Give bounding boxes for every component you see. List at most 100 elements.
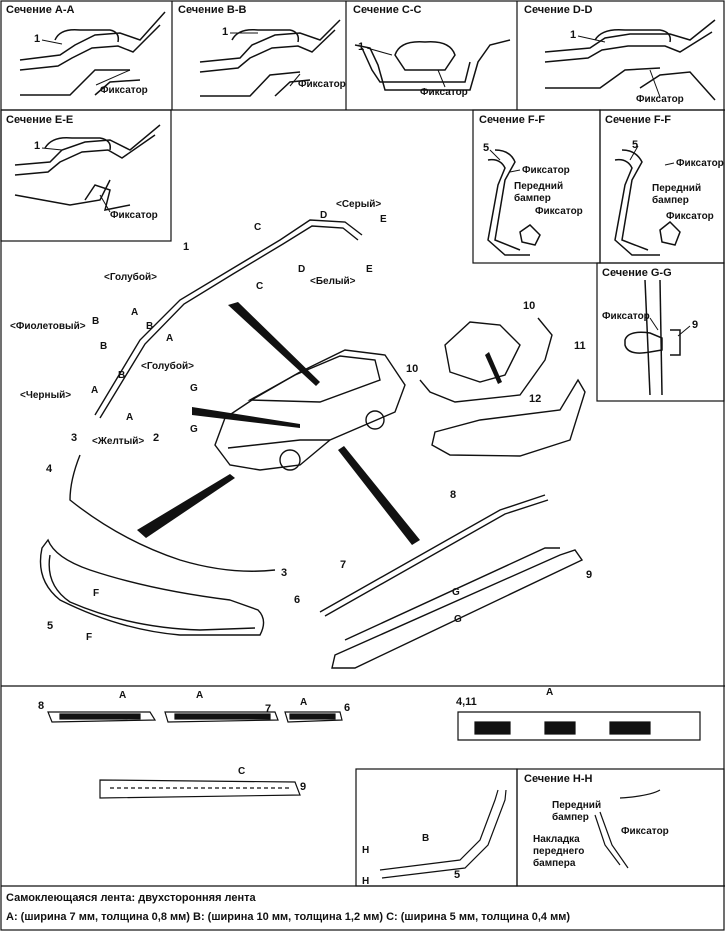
tape-strips (47, 711, 701, 879)
section-dd-drawing (544, 19, 716, 101)
fixator-label: Фиксатор (621, 826, 669, 837)
part-number: 1 (358, 41, 365, 53)
color-label-white: <Белый> (310, 276, 356, 287)
color-label-blue: <Голубой> (104, 272, 157, 283)
part-number: 1 (222, 26, 229, 38)
front-bumper-label-line2: бампер (552, 812, 589, 823)
part-number: 1 (570, 29, 577, 41)
part-number: 2 (153, 432, 160, 444)
fixator-label: Фиксатор (676, 158, 724, 169)
letter-label: A (91, 385, 99, 396)
section-title-dd: Сечение D-D (524, 4, 593, 16)
letter-label: D (320, 210, 328, 221)
part-number: 5 (454, 869, 461, 881)
section-title-cc: Сечение C-C (353, 4, 422, 16)
part-number: 1 (34, 140, 41, 152)
part-number: 1 (34, 33, 41, 45)
letter-label: A (196, 690, 204, 701)
section-title-ff1: Сечение F-F (479, 114, 545, 126)
fixator-label: Фиксатор (602, 311, 650, 322)
letter-label: A (546, 687, 554, 698)
part-number: 3 (71, 432, 78, 444)
part-number: 10 (523, 300, 536, 312)
footer-tape-spec: A: (ширина 7 мм, толщина 0,8 мм) B: (шир… (6, 911, 571, 923)
section-title-bb: Сечение B-B (178, 4, 247, 16)
windshield-molding (69, 454, 276, 572)
part-number: 12 (529, 393, 542, 405)
color-label-grey: <Серый> (336, 199, 382, 210)
front-bumper-label-line1: Передний (552, 800, 602, 811)
color-label-yellow: <Желтый> (92, 436, 145, 447)
letter-label: H (362, 845, 370, 856)
front-bumper (39, 538, 265, 636)
front-bumper-label-line2: бампер (514, 193, 551, 204)
part-number: 1 (183, 241, 190, 253)
letter-label: A (119, 690, 127, 701)
color-label-blue: <Голубой> (141, 361, 194, 372)
part-number: 11 (574, 340, 586, 352)
fixator-label: Фиксатор (535, 206, 583, 217)
part-number: 5 (632, 139, 639, 151)
letter-label: G (452, 587, 460, 598)
fixator-label: Фиксатор (100, 85, 148, 96)
side-sill (331, 549, 584, 669)
part-number: 4,11 (456, 696, 477, 708)
fixator-label: Фиксатор (636, 94, 684, 105)
fixator-label: Фиксатор (298, 79, 346, 90)
part-number: 8 (450, 489, 457, 501)
part-number: 9 (586, 569, 593, 581)
part-number: 7 (265, 703, 272, 715)
section-title-aa: Сечение A-A (6, 4, 75, 16)
part-number: 4 (46, 463, 53, 475)
section-cc-drawing (354, 39, 511, 91)
letter-label: A (131, 307, 139, 318)
section-title-gg: Сечение G-G (602, 267, 672, 279)
pointer-wedges (137, 302, 502, 545)
panel-h-part (355, 768, 518, 887)
letter-label: G (190, 424, 198, 435)
section-aa-drawing (19, 11, 166, 96)
front-bumper-label-line1: Передний (514, 181, 564, 192)
part-number: 7 (340, 559, 347, 571)
panel-gg (596, 262, 725, 402)
front-bumper-label-line2: бампер (652, 195, 689, 206)
letter-label: B (100, 341, 108, 352)
letter-label: F (93, 588, 100, 599)
fixator-label: Фиксатор (110, 210, 158, 221)
fixator-label: Фиксатор (666, 211, 714, 222)
letter-label: A (126, 412, 134, 423)
color-label-violet: <Фиолетовый> (10, 321, 86, 332)
front-bumper-label-line1: Передний (652, 183, 702, 194)
trim-label-line2: переднего (533, 846, 585, 857)
part-number: 3 (281, 567, 288, 579)
letter-label: C (254, 222, 262, 233)
section-ff2-drawing (614, 149, 681, 256)
panel-hh (516, 768, 725, 887)
letter-label: B (118, 370, 126, 381)
main-exploded-view (39, 219, 586, 669)
letter-label: H (362, 876, 370, 887)
letter-label: A (300, 697, 308, 708)
leader-lines (41, 32, 691, 337)
trim-label-line3: бампера (533, 858, 576, 869)
part-number: 10 (406, 363, 419, 375)
letter-label: C (238, 766, 246, 777)
letter-label: C (256, 281, 264, 292)
color-label-black: <Черный> (20, 390, 72, 401)
section-ee-drawing (14, 124, 161, 211)
rear-bumper (431, 378, 586, 457)
section-title-ee: Сечение E-E (6, 114, 74, 126)
letter-label: G (190, 383, 198, 394)
part-number: 6 (294, 594, 301, 606)
letter-label: D (298, 264, 306, 275)
fixator-label: Фиксатор (420, 87, 468, 98)
part-number: 9 (692, 319, 699, 331)
letter-label: G (454, 614, 462, 625)
fixator-label: Фиксатор (522, 165, 570, 176)
letter-label: E (380, 214, 387, 225)
letter-label: B (146, 321, 154, 332)
panel-ee (0, 109, 172, 242)
roof-molding (94, 219, 363, 416)
trim-label-line1: Накладка (533, 834, 580, 845)
